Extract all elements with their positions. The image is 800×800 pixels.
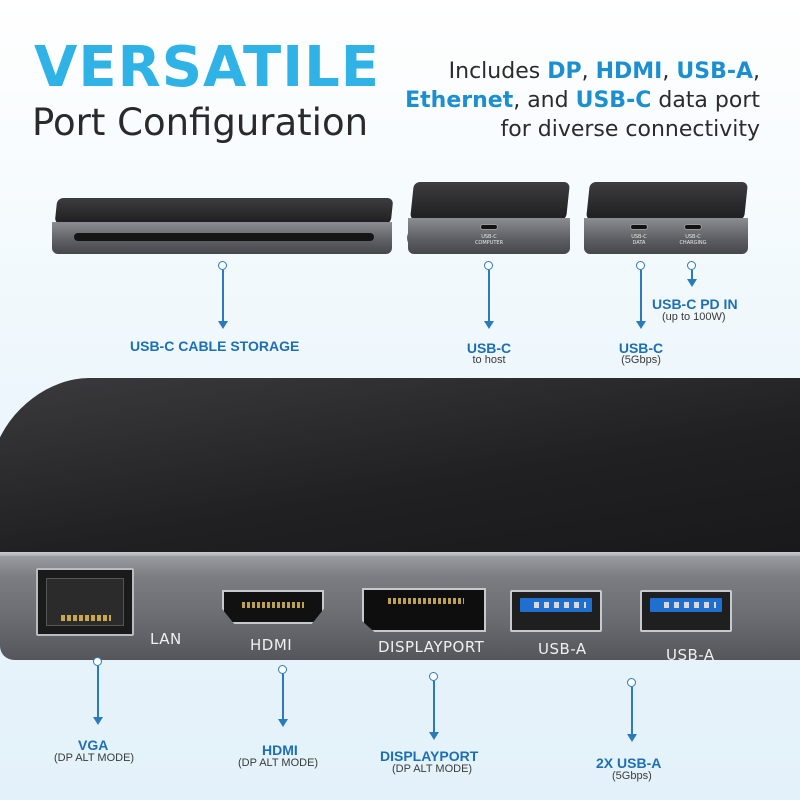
callout-dot (93, 657, 102, 666)
hub-top-surface-large (0, 378, 800, 558)
usb-c-port-icon (480, 224, 498, 230)
port-label-displayport: DISPLAYPORT (378, 638, 485, 656)
callout-arrow (484, 321, 494, 329)
usb-a-tongue (650, 598, 722, 612)
port-label-usba: USB-A (538, 640, 587, 658)
ethernet-jack (46, 578, 124, 626)
desc-text: for diverse connectivity (500, 117, 761, 142)
hub-top-surface (410, 182, 570, 220)
callout-arrow (636, 321, 646, 329)
usb-a-port-icon (640, 590, 732, 632)
headline-title: VERSATILE (34, 35, 381, 100)
desc-highlight-dp: DP (547, 59, 582, 84)
callout-arrow (93, 717, 103, 725)
desc-highlight-hdmi: HDMI (595, 59, 663, 84)
callout-arrow (627, 734, 637, 742)
callout-title: DISPLAYPORT (380, 748, 479, 764)
callout-title: HDMI (262, 742, 298, 758)
port-label-lan: LAN (150, 630, 182, 648)
hub-side-data-charging-image: USB-C DATA USB-C CHARGING (584, 182, 750, 258)
ethernet-pins (61, 615, 111, 621)
port-label-usba: USB-A (666, 646, 715, 664)
port-tag-line2: DATA (632, 240, 646, 246)
displayport-icon (362, 588, 486, 632)
desc-text: data port (651, 88, 760, 113)
usb-c-port-icon (630, 224, 648, 230)
ethernet-port-icon (36, 568, 134, 636)
callout-dot (636, 261, 645, 270)
callout-line (433, 681, 435, 733)
callout-subtitle: (5Gbps) (612, 770, 652, 782)
callout-dot (218, 261, 227, 270)
callout-dot (484, 261, 493, 270)
usb-c-port-icon (684, 224, 702, 230)
port-tag-line1: USB-C (631, 234, 647, 240)
desc-text: , (662, 59, 677, 84)
callout-title: USB-C (618, 340, 664, 356)
usb-a-pins (534, 602, 586, 608)
usb-a-tongue (520, 598, 592, 612)
desc-highlight-usba: USB-A (676, 59, 753, 84)
desc-text: , (753, 59, 760, 84)
usb-a-pins (664, 602, 716, 608)
callout-dot (278, 665, 287, 674)
callout-line (488, 270, 490, 322)
callout-arrow (429, 732, 439, 740)
callout-line (222, 270, 224, 322)
usb-a-port-icon (510, 590, 602, 632)
callout-arrow (278, 719, 288, 727)
callout-title: USB-C CABLE STORAGE (130, 338, 300, 354)
port-tag-line1: USB-C (685, 234, 701, 240)
headline-subtitle: Port Configuration (32, 101, 369, 144)
desc-highlight-usbc: USB-C (575, 88, 652, 113)
callout-title: USB-C PD IN (652, 296, 738, 312)
callout-title: 2X USB-A (596, 755, 662, 771)
cable-storage-slot (74, 233, 374, 241)
callout-dot (687, 261, 696, 270)
hub-top-surface (586, 182, 748, 220)
hdmi-pins (242, 602, 304, 608)
callout-arrow (687, 279, 697, 287)
port-tag-line1: USB-C (481, 234, 497, 240)
callout-subtitle: (DP ALT MODE) (54, 752, 135, 764)
callout-subtitle: (up to 100W) (662, 311, 726, 323)
dp-pins (388, 598, 464, 604)
callout-subtitle: (DP ALT MODE) (392, 763, 473, 775)
callout-subtitle: to host (472, 354, 506, 366)
callout-line (691, 270, 693, 280)
callout-dot (429, 672, 438, 681)
callout-line (97, 666, 99, 718)
port-tag-line2: CHARGING (679, 240, 707, 246)
callout-subtitle: (5Gbps) (621, 354, 661, 366)
feature-description: Includes DP, HDMI, USB-A, Ethernet, and … (380, 57, 760, 144)
callout-subtitle: (DP ALT MODE) (238, 757, 319, 769)
callout-title: USB-C (466, 340, 512, 356)
callout-dot (627, 678, 636, 687)
desc-text: Includes (448, 59, 548, 84)
callout-arrow (218, 321, 228, 329)
hub-edge (584, 218, 748, 254)
desc-text: , (581, 59, 596, 84)
port-label-hdmi: HDMI (250, 636, 293, 654)
desc-text: , and (513, 88, 576, 113)
port-tag-line2: COMPUTER (474, 240, 504, 246)
callout-line (631, 687, 633, 735)
hub-side-storage-image (52, 198, 396, 258)
callout-line (282, 674, 284, 720)
hub-side-host-image: USB-C COMPUTER (408, 182, 572, 258)
hdmi-port-icon (222, 590, 324, 624)
callout-line (640, 270, 642, 322)
hub-top-surface (54, 198, 394, 224)
callout-title: VGA (78, 737, 109, 753)
desc-highlight-ethernet: Ethernet (405, 88, 514, 113)
